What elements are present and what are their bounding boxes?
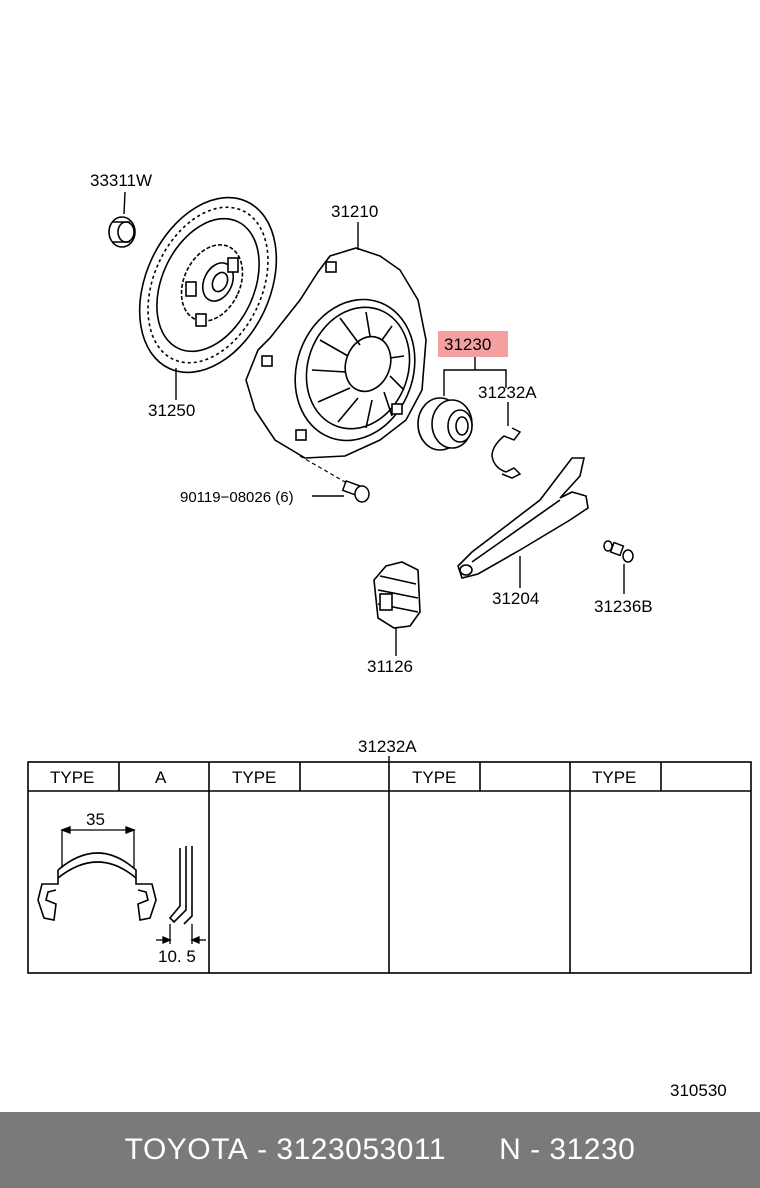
type-table bbox=[27, 761, 752, 974]
clutch-disc-31250[interactable] bbox=[113, 175, 303, 394]
table-header-type-4: TYPE bbox=[592, 768, 636, 787]
table-header-type-3: TYPE bbox=[412, 768, 456, 787]
clutch-cover-31210[interactable] bbox=[245, 247, 434, 459]
label-31250: 31250 bbox=[148, 401, 195, 420]
bolt-90119-08026[interactable] bbox=[341, 479, 370, 503]
label-31204: 31204 bbox=[492, 589, 539, 608]
clip-type-a-drawing bbox=[37, 846, 193, 925]
label-31236b: 31236B bbox=[594, 597, 653, 616]
dimension-thickness-10-5 bbox=[156, 924, 206, 944]
table-title: 31232A bbox=[358, 737, 417, 756]
pilot-bearing-33311w[interactable] bbox=[108, 216, 136, 248]
release-fork-31204[interactable] bbox=[457, 457, 589, 579]
fork-pivot-31236b[interactable] bbox=[603, 540, 634, 563]
release-bearing-clip-31232a[interactable] bbox=[491, 427, 522, 479]
label-31230[interactable]: 31230 bbox=[444, 335, 491, 354]
highlight-31230 bbox=[438, 331, 508, 357]
footer-sep-1: - bbox=[248, 1133, 277, 1166]
leader-90119-dashed bbox=[299, 455, 353, 487]
dimension-width-35 bbox=[60, 826, 136, 868]
exploded-parts-diagram: 33311W 31250 31210 31 bbox=[27, 171, 752, 1100]
label-90119-08026: 90119−08026 (6) bbox=[180, 489, 294, 506]
footer-ref: N - 31230 bbox=[499, 1133, 636, 1166]
table-header-type-2: TYPE bbox=[232, 768, 276, 787]
release-bearing-31230[interactable] bbox=[417, 397, 473, 451]
table-header-value-1: A bbox=[155, 768, 167, 787]
footer-part-number: 3123053011 bbox=[276, 1133, 447, 1166]
label-31126: 31126 bbox=[367, 657, 413, 676]
part-footer-bar: TOYOTA - 3123053011 N - 31230 bbox=[0, 1112, 760, 1188]
leader-33311w bbox=[123, 191, 126, 215]
dimension-width-label: 35 bbox=[86, 810, 105, 829]
label-33311w: 33311W bbox=[90, 171, 152, 190]
diagram-code: 310530 bbox=[670, 1081, 727, 1100]
dimension-thickness-label: 10. 5 bbox=[158, 947, 196, 966]
release-fork-boot-31126[interactable] bbox=[373, 561, 421, 629]
label-31210: 31210 bbox=[331, 202, 378, 221]
footer-brand: TOYOTA bbox=[124, 1133, 249, 1166]
table-header-type-1: TYPE bbox=[50, 768, 94, 787]
label-31232a: 31232A bbox=[478, 383, 537, 402]
footer-gap bbox=[446, 1133, 499, 1167]
